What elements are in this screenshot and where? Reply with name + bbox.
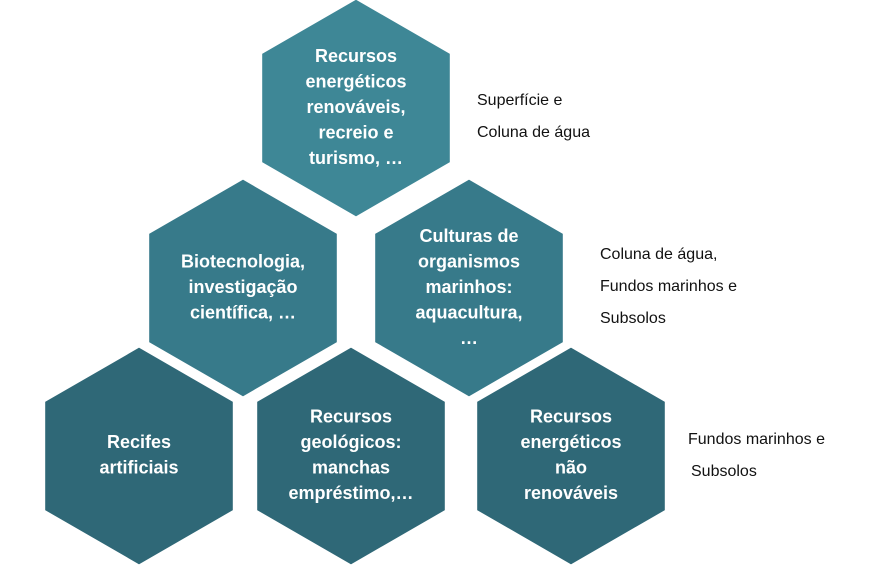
hexagon-bot-right: Recursos energéticos não renováveis — [474, 344, 668, 568]
hexagon-top: Recursos energéticos renováveis, recreio e t… — [259, 0, 453, 220]
hexagon-shape — [254, 344, 448, 568]
hexagon-label: geológicos: — [300, 432, 401, 452]
note-surface-water-column: Superfície e Coluna de água — [477, 85, 590, 149]
hexagon-label: Biotecnologia, — [181, 251, 305, 271]
note-line: Superfície e — [477, 92, 563, 109]
note-line: Coluna de água, — [600, 246, 718, 263]
hexagon-label: científica, … — [190, 302, 296, 322]
hexagon-label: renováveis — [524, 483, 618, 503]
hexagon-label: Recursos — [530, 407, 612, 427]
hexagon-shape — [146, 176, 340, 400]
note-line: Subsolos — [600, 310, 666, 327]
hexagon-bot-left: Recifes artificiais — [42, 344, 236, 568]
hexagon-label: investigação — [188, 277, 297, 297]
hexagon-label: turismo, … — [309, 148, 403, 168]
note-line: Fundos marinhos e — [688, 431, 825, 448]
hexagon-label: empréstimo,… — [288, 483, 413, 503]
hexagon-shape — [372, 176, 566, 400]
note-line: Subsolos — [691, 463, 757, 480]
note-water-column-seabed-subsoil: Coluna de água, Fundos marinhos e Subsol… — [600, 239, 737, 335]
hexagon-label: Recifes — [107, 432, 171, 452]
note-line: Coluna de água — [477, 124, 590, 141]
hexagon-label: Culturas de — [419, 226, 518, 246]
hexagon-label: artificiais — [99, 458, 178, 478]
hexagon-label: energéticos — [520, 432, 621, 452]
note-line: Fundos marinhos e — [600, 278, 737, 295]
hexagon-shape — [259, 0, 453, 220]
hexagon-bot-center: Recursos geológicos: manchas empréstimo,… — [254, 344, 448, 568]
hexagon-label: manchas — [312, 458, 390, 478]
hexagon-label: Recursos — [310, 407, 392, 427]
note-seabed-subsoil: Fundos marinhos e Subsolos — [688, 424, 825, 488]
hexagon-label: … — [460, 328, 478, 348]
hexagon-shape — [42, 344, 236, 568]
hexagon-label: não — [555, 458, 587, 478]
hexagon-label: Recursos — [315, 46, 397, 66]
hexagon-label: marinhos: — [425, 277, 512, 297]
hexagon-label: renováveis, — [306, 97, 405, 117]
hexagon-mid-right: Culturas de organismos marinhos: aquacultur… — [372, 176, 566, 400]
hexagon-label: energéticos — [305, 71, 406, 91]
hexagon-shape — [474, 344, 668, 568]
hexagon-mid-left: Biotecnologia, investigação científica, … — [146, 176, 340, 400]
hexagon-label: organismos — [418, 251, 520, 271]
hexagon-label: aquacultura, — [415, 302, 522, 322]
hexagon-label: recreio e — [318, 122, 393, 142]
